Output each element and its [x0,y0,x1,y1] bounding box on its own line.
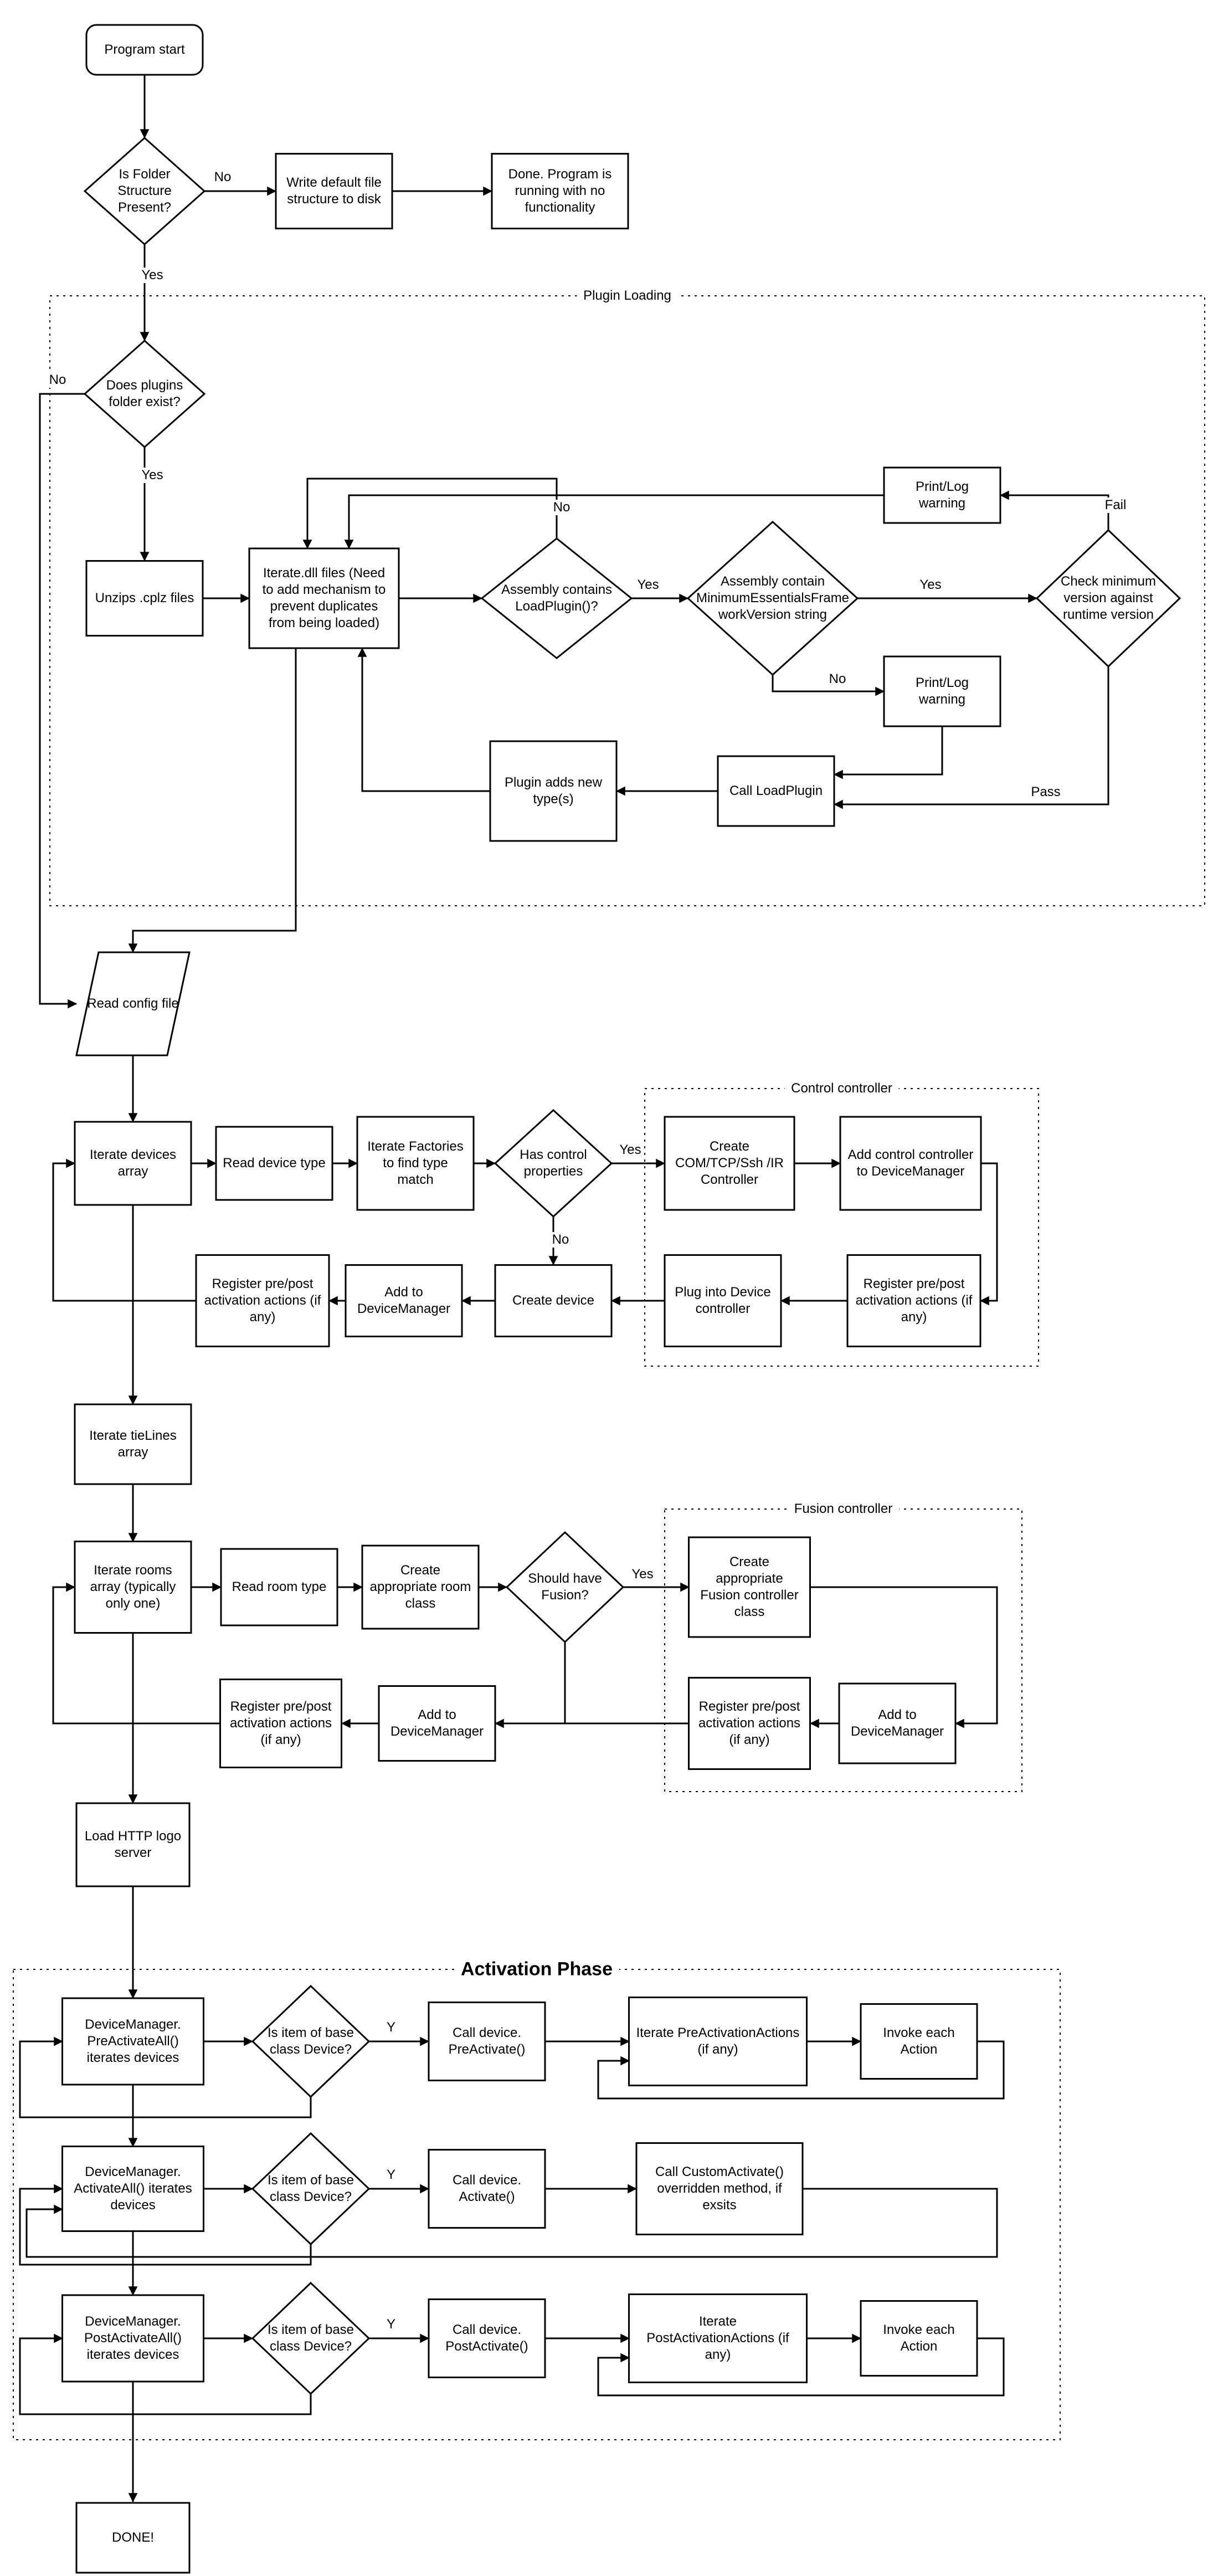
node-register-actions-controller [846,1254,981,1347]
node-register-actions-room [219,1679,342,1768]
node-activate-all [61,2146,204,2232]
edge-e57 [19,2184,312,2266]
edge-e13 [999,490,1109,530]
node-iterate-postactions [628,2293,808,2383]
node-done [75,2502,191,2574]
edge-e65 [19,2333,312,2415]
node-call-postactivate [428,2298,546,2378]
node-add-room-dm [378,1685,496,1762]
edge-e44 [52,1582,220,1725]
node-create-fusion [688,1536,811,1638]
node-call-custom-activate [635,2142,804,2235]
node-create-controller [664,1116,795,1211]
node-pre-device-check [251,1984,371,2098]
node-preactivate-all [61,1997,204,2086]
edge-e32 [52,1158,196,1302]
edge-e19 [128,648,297,953]
node-plugins-folder-check [83,339,206,449]
node-add-controller-dm [839,1116,982,1211]
node-iterate-rooms [74,1541,192,1634]
node-create-room-class [361,1544,480,1630]
node-done-no-functionality [491,153,629,229]
node-folder-structure-check [83,136,206,246]
node-plugin-adds-types [489,740,618,842]
node-register-actions-device [195,1254,330,1347]
node-fusion-check [505,1531,625,1644]
node-load-http-logo [75,1802,191,1887]
edge-e64 [597,2337,1005,2397]
node-warn-no-string [883,655,1001,727]
node-warn-fail [883,466,1001,524]
edge-e26 [979,1162,998,1306]
node-runtime-version-check [1035,528,1181,668]
edge-e51 [597,2040,1005,2100]
node-iterate-dll [248,547,400,649]
node-has-control-check [494,1109,613,1218]
node-call-loadplugin [717,755,835,827]
node-post-device-check [251,2281,371,2395]
node-invoke-pre-action [860,2003,978,2080]
container-fusion-controller [664,1508,1022,1792]
node-iterate-factories [356,1116,475,1211]
edge-e39 [810,1586,998,1728]
node-unzip-cplz [85,560,204,637]
edge-e15 [833,726,943,779]
edge-e16 [833,666,1109,809]
node-add-fusion-dm [838,1682,957,1764]
node-act-device-check [251,2132,371,2246]
node-program-start [85,24,204,76]
node-loadplugin-check [480,537,633,659]
node-call-preactivate [428,2002,546,2081]
node-call-activate [428,2149,546,2229]
node-plug-into-device [664,1254,782,1347]
node-add-device-dm [345,1264,463,1337]
container-activation-phase [13,1969,1061,2440]
container-control-controller [644,1088,1039,1367]
edge-e52 [19,2036,312,2118]
edge-e10 [302,478,558,550]
node-read-device-type [215,1126,333,1201]
node-iterate-tielines [74,1403,192,1485]
edge-e58 [25,2188,998,2258]
node-invoke-post-action [860,2300,978,2377]
edge-e14 [344,494,884,550]
edge-e05 [39,393,85,1009]
edge-e12 [772,675,885,696]
node-write-default-structure [275,153,393,229]
node-iterate-devices [74,1121,192,1206]
node-read-config [75,951,191,1056]
node-read-room-type [220,1548,338,1626]
container-plugin-loading [49,295,1205,906]
edge-e18 [357,647,490,792]
node-minver-string-check [686,520,859,676]
node-create-device [494,1264,613,1337]
node-postactivate-all [61,2294,204,2383]
node-register-actions-fusion [688,1677,811,1770]
node-iterate-preactions [628,1997,808,2086]
